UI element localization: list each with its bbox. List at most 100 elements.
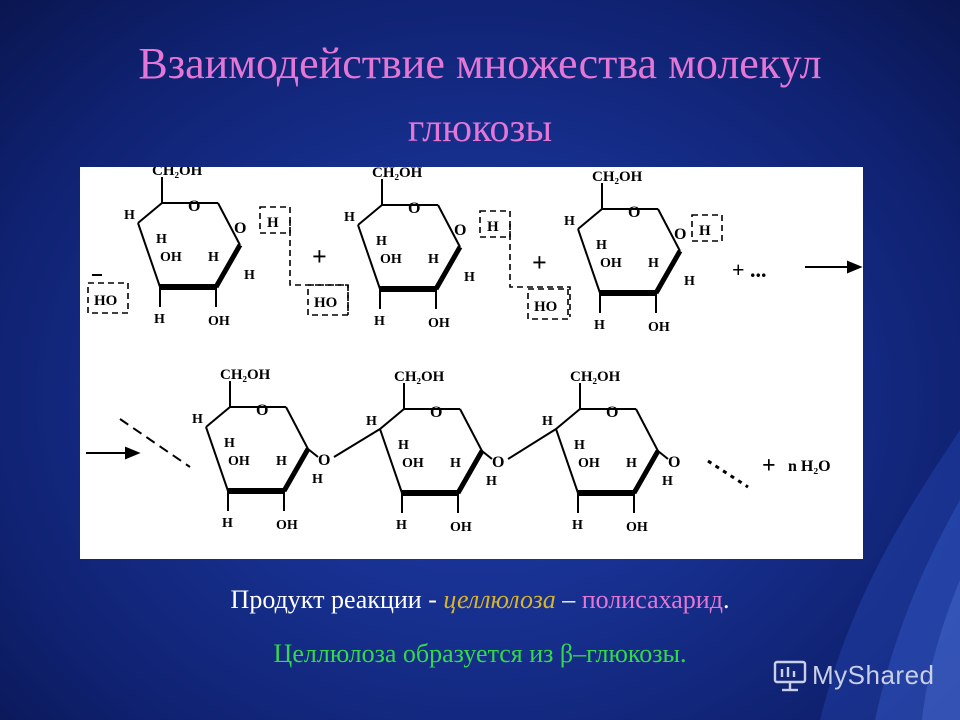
ring-2-2-oh-inner: OH bbox=[402, 456, 424, 471]
ring-1-1-front-right-bond bbox=[213, 243, 243, 289]
ring-2-3-glycosidic-bond-a bbox=[657, 450, 669, 460]
ring-2-2-right-edge bbox=[459, 408, 483, 452]
ring-1-3-anomeric-o: O bbox=[674, 226, 686, 243]
product-class-polysaccharide: полисахарид bbox=[581, 585, 723, 614]
ring-1-1-anomeric-o: O bbox=[234, 220, 246, 237]
ring-2-1-glycosidic-bond-b bbox=[333, 428, 381, 458]
link-2-h-box-label: H bbox=[487, 219, 499, 235]
ring-1-3-h-inner-left: H bbox=[596, 238, 607, 253]
ring-2-1-ring-oxygen: O bbox=[256, 402, 268, 419]
ring-1-3-h-inner-right: H bbox=[648, 256, 659, 271]
ring-2-1-h-inner-right: H bbox=[276, 454, 287, 469]
product-end: . bbox=[722, 585, 730, 614]
ring-2-2-h-upper-left: H bbox=[366, 414, 377, 429]
ring-1-2-oh-bottom: OH bbox=[428, 316, 450, 331]
ring-1-2-oh-inner: OH bbox=[380, 252, 402, 267]
ring-1-2-left-edge bbox=[357, 224, 381, 290]
ring-1-2-ring-oxygen: O bbox=[408, 200, 420, 217]
ring-2-1-left-edge bbox=[205, 426, 229, 492]
ring-1-1-right-edge bbox=[217, 202, 241, 246]
ring-1-3-ch2oh-label: CH₂OH bbox=[592, 169, 643, 185]
ring-1-1-ho-box bbox=[87, 282, 129, 314]
ring-1-2-h-inner-right: H bbox=[428, 252, 439, 267]
ring-1-2-ho-label: HO bbox=[314, 295, 337, 311]
ring-1-2-h-upper-left: H bbox=[344, 210, 355, 225]
link-1-h-box-label: H bbox=[267, 215, 279, 231]
ring-1-3-front-right-bond bbox=[653, 249, 683, 295]
ring-1-2-h-right: H bbox=[464, 270, 475, 285]
ring-2-2-h-right: H bbox=[486, 474, 497, 489]
ring-2-1-front-right-bond bbox=[281, 447, 311, 493]
ring-2-3-h-bottom: H bbox=[572, 518, 583, 533]
ring-2-2-h-inner-left: H bbox=[398, 438, 409, 453]
ring-1-3-left-edge bbox=[577, 228, 601, 294]
ring-2-3-h-right: H bbox=[662, 474, 673, 489]
ring-1-2-top-edge bbox=[357, 204, 438, 226]
ring-1-1-oh-inner: OH bbox=[160, 250, 182, 265]
link-3-h-box-label: H bbox=[699, 223, 711, 239]
ring-1-1-h-bottom: H bbox=[154, 312, 165, 327]
plus-sign-water: + bbox=[762, 453, 776, 479]
plus-sign-1: + bbox=[312, 242, 327, 271]
product-dash: – bbox=[555, 585, 582, 614]
ring-2-1-glycosidic-o: O bbox=[318, 452, 330, 469]
product-line: Продукт реакции - целлюлоза – полисахари… bbox=[0, 584, 960, 616]
ring-2-3-h-inner-right: H bbox=[626, 456, 637, 471]
ring-2-3-ch2oh-label: CH₂OH bbox=[570, 369, 621, 385]
ring-1-3-h-right: H bbox=[684, 274, 695, 289]
slide-title-line-2: глюкозы bbox=[407, 105, 553, 150]
ring-2-1-h-upper-left: H bbox=[192, 412, 203, 427]
ring-1-3-ho-label: HO bbox=[534, 299, 557, 315]
ring-1-1-h-right: H bbox=[244, 268, 255, 283]
chain-continuation-dots bbox=[707, 459, 749, 489]
link-2-dashed-path bbox=[509, 224, 571, 317]
ring-1-3-h-bottom: H bbox=[594, 318, 605, 333]
ring-2-2-ch2oh-label: CH₂OH bbox=[394, 369, 445, 385]
chain-incoming-bond bbox=[119, 418, 191, 468]
ring-2-3-h-inner-left: H bbox=[574, 438, 585, 453]
product-term-cellulose: целлюлоза bbox=[443, 585, 556, 614]
ring-1-1-h-inner-right: H bbox=[208, 250, 219, 265]
ring-2-1-h-right: H bbox=[312, 472, 323, 487]
ring-1-2-h-bottom: H bbox=[374, 314, 385, 329]
ring-2-2-h-bottom: H bbox=[396, 518, 407, 533]
ring-1-3-ring-oxygen: O bbox=[628, 204, 640, 221]
ring-1-1-ch2oh-label: CH₂OH bbox=[152, 167, 203, 179]
ring-1-3-top-edge bbox=[577, 208, 658, 230]
ring-1-1-top-edge bbox=[137, 202, 218, 224]
ring-1-1-oh-bottom: OH bbox=[208, 314, 230, 329]
link-3-h-box bbox=[691, 214, 723, 242]
water-label: n H₂O bbox=[788, 458, 831, 475]
ring-1-1-h-upper-left: H bbox=[124, 208, 135, 223]
ring-2-3-ring-oxygen: O bbox=[606, 404, 618, 421]
ring-2-3-oh-bottom: OH bbox=[626, 520, 648, 535]
ring-2-1-h-inner-left: H bbox=[224, 436, 235, 451]
ring-2-3-oh-inner: OH bbox=[578, 456, 600, 471]
ring-2-2-ring-oxygen: O bbox=[430, 404, 442, 421]
ring-1-1-ho-label: HO bbox=[94, 293, 117, 309]
ring-1-2-anomeric-o: O bbox=[454, 222, 466, 239]
ring-1-2-h-inner-left: H bbox=[376, 234, 387, 249]
ring-2-3-left-edge bbox=[555, 428, 579, 494]
product-prefix: Продукт реакции - bbox=[230, 585, 444, 614]
presentation-board-icon bbox=[773, 660, 807, 692]
ring-2-1-oh-bottom: OH bbox=[276, 518, 298, 533]
ring-2-3-right-edge bbox=[635, 408, 659, 452]
ring-1-3-oh-inner: OH bbox=[600, 256, 622, 271]
ring-1-3-ho-box bbox=[527, 288, 569, 320]
formation-line: Целлюлоза образуется из β–глюкозы. bbox=[273, 639, 687, 668]
ring-2-2-left-edge bbox=[379, 428, 403, 494]
ring-2-2-glycosidic-bond-a bbox=[481, 450, 493, 460]
ring-2-2-h-inner-right: H bbox=[450, 456, 461, 471]
ring-1-3-oh-bottom: OH bbox=[648, 320, 670, 335]
plus-ellipsis: + ... bbox=[732, 257, 767, 282]
ring-2-3-top-edge bbox=[555, 408, 636, 430]
slide-title-line-1: Взаимодействие множества молекул bbox=[138, 39, 822, 88]
ring-2-3-h-upper-left: H bbox=[542, 414, 553, 429]
ring-2-1-top-edge bbox=[205, 406, 286, 428]
ring-1-1-left-edge bbox=[137, 222, 161, 288]
ring-2-2-glycosidic-bond-b bbox=[507, 428, 557, 460]
reaction-arrow-head bbox=[847, 260, 863, 274]
